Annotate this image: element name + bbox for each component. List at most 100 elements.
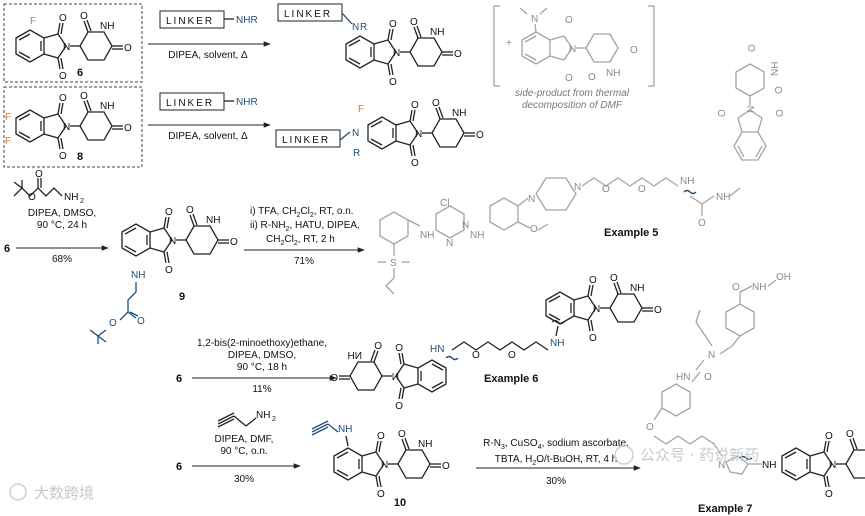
reagent-nh2-sub-row3: 2 [80,198,84,205]
compound-10-nh: NH [338,424,352,435]
example5-methoxy-o: O [530,224,538,235]
watermark-left: 大数跨境 [34,484,94,502]
svg-text:O: O [508,350,516,361]
svg-text:O: O [35,169,43,180]
svg-text:NH: NH [470,230,484,241]
linker-reagent-label-1: LINKER [166,16,214,27]
start-6-row5: 6 [176,461,182,473]
watermark-right: 公众号 · 药说新药 [640,446,759,464]
compound-8-box [3,86,143,168]
yield-row5-1: 30% [234,474,254,485]
example5-structure: S NH Cl N N NH O N N O O NH O NH [378,43,787,295]
product-row2-structure [367,97,485,170]
conditions-row1: DIPEA, solvent, Δ [168,50,248,61]
example5-n-pip: N [528,194,535,205]
svg-text:O: O [109,318,117,329]
cond-row4-2: DIPEA, DMSO, [228,350,296,361]
example6-nh: NH [550,338,564,349]
cond-row4-1: 1,2-bis(2-minoethoxy)ethane, [197,338,327,349]
compound-8-structure [15,90,133,163]
step-ii-row3: ii) R-NH2, HATU, DIPEA, [250,220,360,233]
compound-10-label: 10 [394,497,406,509]
svg-text:O: O [698,218,706,229]
nhr-label-2: NHR [236,97,258,108]
cond-row3-1: DIPEA, DMSO, [28,208,96,219]
compound-6-box [3,3,143,83]
example5-so2: S [390,258,397,269]
product-r-label-2: R [353,148,360,159]
reagent-nh2-sub-row5: 2 [272,416,276,423]
fluoro-label: F [30,16,36,27]
svg-text:N: N [708,350,715,361]
fluoro-label-a: F [5,112,11,123]
side-product-structure [521,14,639,85]
product-fluoro-label: F [358,104,364,115]
example6-label: Example 6 [484,373,538,385]
product-r-label-1: R [360,22,367,33]
svg-text:O: O [28,192,36,203]
start-6-row3: 6 [4,243,10,255]
example7-o: O [646,422,654,433]
glycine-ester-reagent: O O NH 2 [13,169,84,205]
reagent-nh2-row5: NH [256,410,270,421]
propargylamine-reagent: NH 2 [217,410,276,428]
example5-cl: Cl [440,198,449,209]
step-ii2-row3: CH2Cl2, RT, 2 h [266,234,335,247]
yield-row4: 11% [252,384,271,395]
example7-nh: NH [752,282,766,293]
example7-structure: O NH OH N O HN O N NH [646,272,865,501]
example5-label: Example 5 [604,227,658,239]
compound-6-label: 6 [77,67,83,79]
example7-triazole-n: N [718,460,725,471]
svg-text:NH: NH [716,192,730,203]
svg-text:O: O [638,184,646,195]
plus-sign: + [506,38,512,49]
svg-text:O: O [472,350,480,361]
linker-product-box-1 [277,3,343,22]
watermark-right-logo [614,445,634,465]
svg-text:O: O [704,372,712,383]
yield-row3-2: 71% [294,256,314,267]
linker-product-label-2: LINKER [282,135,330,146]
svg-text:O: O [602,184,610,195]
cond-row4-3: 90 °C, 18 h [237,362,287,373]
cond-row5-b2: TBTA, H2O/t-BuOH, RT, 4 h [495,454,617,467]
cond-row5-1: DIPEA, DMF, [215,434,274,445]
cond-row5-2: 90 °C, o.n. [220,446,267,457]
compound-9-structure [121,204,239,277]
conditions-row2: DIPEA, solvent, Δ [168,131,248,142]
side-product-caption-2: decomposition of DMF [522,100,623,111]
example5-nh: NH [680,176,694,187]
compound-8-label: 8 [77,151,83,163]
example6-hn: HN [430,344,444,355]
cond-row5-b1: R-N3, CuSO4, sodium ascorbate, [483,438,629,451]
svg-text:N: N [446,238,453,249]
svg-text:N: N [574,182,581,193]
yield-row5-2: 30% [546,476,566,487]
example7-hn-urea: HN [676,372,690,383]
product-n-label-1: N [352,22,359,33]
example7-label: Example 7 [698,503,752,515]
linker-reagent-label-2: LINKER [166,98,214,109]
example7-oh: OH [776,272,791,283]
svg-text:N: N [462,220,469,231]
linker-product-label-1: LINKER [284,9,332,20]
nhr-label-1: NHR [236,15,258,26]
linker-product-box-2 [275,129,341,148]
compound-10-structure: NH [311,420,451,501]
step-i-row3: i) TFA, CH2Cl2, RT, o.n. [250,206,354,219]
svg-text:O: O [137,316,145,327]
compound-9-nh: NH [131,270,145,281]
cond-row3-2: 90 °C, 24 h [37,220,87,231]
start-6-row4: 6 [176,373,182,385]
svg-text:NH: NH [420,230,434,241]
fluoro-label-b: F [5,136,11,147]
compound-9-label: 9 [179,291,185,303]
yield-row3-1: 68% [52,254,72,265]
side-product-caption-1: side-product from thermal [515,88,630,99]
example6-structure: HN O O NH [329,272,663,413]
reagent-nh2-row3: NH [64,192,78,203]
svg-text:O: O [732,282,740,293]
svg-text:NH: NH [762,460,776,471]
